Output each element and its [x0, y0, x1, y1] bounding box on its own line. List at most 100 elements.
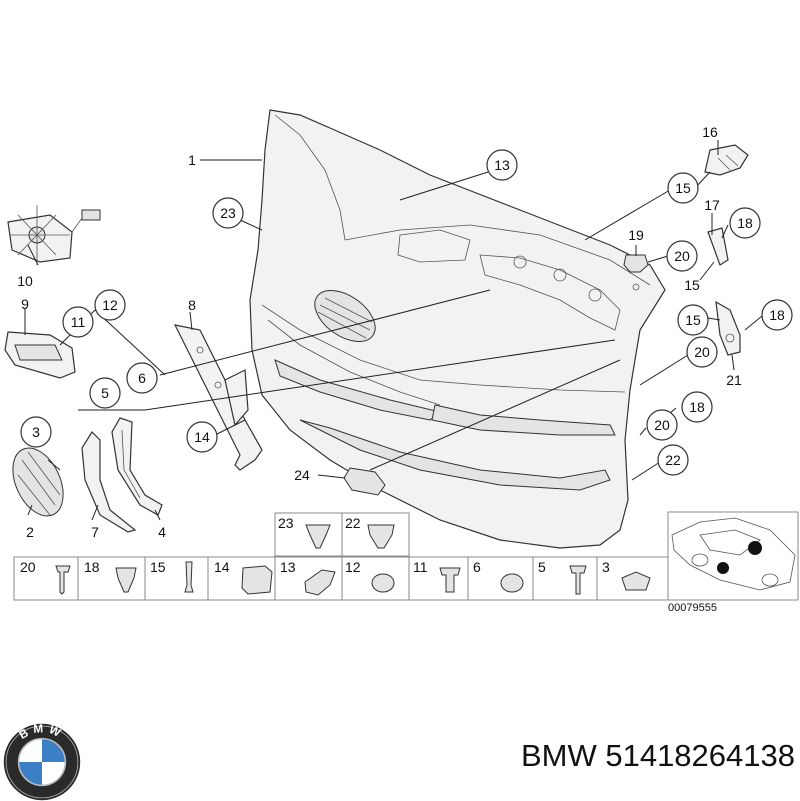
bracket-17: [707, 227, 729, 266]
door-handle-9: [4, 331, 76, 379]
legend-label-6: 6: [473, 559, 481, 575]
callout-1: 1: [188, 152, 196, 168]
fastener-legend-top: 23 22: [274, 512, 410, 557]
callout-7: 7: [91, 524, 99, 540]
svg-text:12: 12: [102, 297, 118, 313]
svg-text:15: 15: [684, 277, 700, 293]
speaker-grille-10: [7, 205, 101, 265]
clip-19: [623, 254, 649, 273]
callout-18-low: 18: [681, 391, 713, 423]
callout-21: 21: [726, 372, 742, 388]
callout-6: 6: [126, 362, 158, 394]
legend-label-20: 20: [20, 559, 36, 575]
door-trim-panel: [249, 109, 666, 549]
trim-strip-4: [111, 417, 163, 516]
svg-text:10: 10: [17, 273, 33, 289]
callout-3: 3: [20, 416, 52, 448]
svg-text:2: 2: [26, 524, 34, 540]
svg-text:18: 18: [769, 307, 785, 323]
grommet-12-icon: [371, 573, 395, 593]
bracket-16: [704, 144, 749, 176]
svg-text:20: 20: [694, 344, 710, 360]
screw-5-icon: [569, 565, 587, 595]
grille-cover-2: [12, 447, 64, 517]
clip-18-icon: [115, 567, 137, 593]
callout-14: 14: [186, 421, 218, 453]
legend-label-18: 18: [84, 559, 100, 575]
svg-text:18: 18: [689, 399, 705, 415]
legend-label-14: 14: [214, 559, 230, 575]
svg-text:19: 19: [628, 227, 644, 243]
callout-16: 16: [702, 124, 718, 140]
callout-23: 23: [212, 197, 244, 229]
svg-text:7: 7: [91, 524, 99, 540]
clip-22-icon: [367, 524, 395, 549]
svg-text:14: 14: [194, 429, 210, 445]
callout-12: 12: [94, 289, 126, 321]
callout-4: 4: [158, 524, 166, 540]
clip-23-icon: [305, 524, 331, 549]
callout-20-low: 20: [646, 409, 678, 441]
callout-15-mid: 15: [684, 277, 700, 293]
svg-text:21: 21: [726, 372, 742, 388]
svg-text:18: 18: [737, 215, 753, 231]
svg-text:3: 3: [32, 424, 40, 440]
callout-18-top: 18: [729, 207, 761, 239]
callout-17: 17: [704, 197, 720, 213]
svg-text:24: 24: [294, 467, 310, 483]
callout-2: 2: [26, 524, 34, 540]
callout-20-mid: 20: [686, 336, 718, 368]
callout-5: 5: [89, 377, 121, 409]
legend-label-3: 3: [602, 559, 610, 575]
callout-20-top: 20: [666, 240, 698, 272]
grommet-6-icon: [500, 573, 524, 593]
legend-label-23: 23: [278, 515, 294, 531]
legend-label-15: 15: [150, 559, 166, 575]
clip-13-icon: [304, 569, 336, 596]
svg-text:9: 9: [21, 296, 29, 312]
fastener-legend-bottom: 20 18 15 14 13 12 11 6 5 3: [13, 556, 669, 601]
svg-text:5: 5: [101, 385, 109, 401]
callout-15-top: 15: [667, 172, 699, 204]
svg-text:6: 6: [138, 370, 146, 386]
svg-text:1: 1: [188, 152, 196, 168]
svg-text:20: 20: [674, 248, 690, 264]
callout-22: 22: [657, 444, 689, 476]
callout-11: 11: [62, 306, 94, 338]
reference-number: 00079555: [668, 602, 717, 614]
callout-15-lower: 15: [677, 304, 709, 336]
bracket-8: [173, 324, 263, 471]
bracket-21: [715, 300, 741, 356]
svg-text:17: 17: [704, 197, 720, 213]
svg-text:22: 22: [665, 452, 681, 468]
legend-label-5: 5: [538, 559, 546, 575]
callout-24: 24: [294, 467, 310, 483]
svg-text:15: 15: [675, 180, 691, 196]
callout-18-mid: 18: [761, 299, 793, 331]
callout-9: 9: [21, 296, 29, 312]
car-location-thumbnail: [667, 511, 799, 601]
legend-label-12: 12: [345, 559, 361, 575]
clip-11-icon: [439, 567, 461, 593]
svg-text:16: 16: [702, 124, 718, 140]
svg-text:15: 15: [685, 312, 701, 328]
trim-strip-7: [81, 431, 137, 533]
svg-text:23: 23: [220, 205, 236, 221]
svg-text:8: 8: [188, 297, 196, 313]
svg-text:20: 20: [654, 417, 670, 433]
pin-15-icon: [184, 561, 194, 593]
callout-10: 10: [17, 273, 33, 289]
bmw-logo: BMW: [3, 723, 81, 801]
block-14-icon: [241, 565, 273, 595]
callout-13: 13: [486, 149, 518, 181]
svg-text:13: 13: [494, 157, 510, 173]
callout-8: 8: [188, 297, 196, 313]
callout-19: 19: [628, 227, 644, 243]
legend-label-11: 11: [413, 559, 428, 575]
clip-3-icon: [621, 571, 651, 591]
svg-text:4: 4: [158, 524, 166, 540]
legend-label-13: 13: [280, 559, 296, 575]
screw-20-icon: [55, 565, 71, 595]
legend-label-22: 22: [345, 515, 361, 531]
